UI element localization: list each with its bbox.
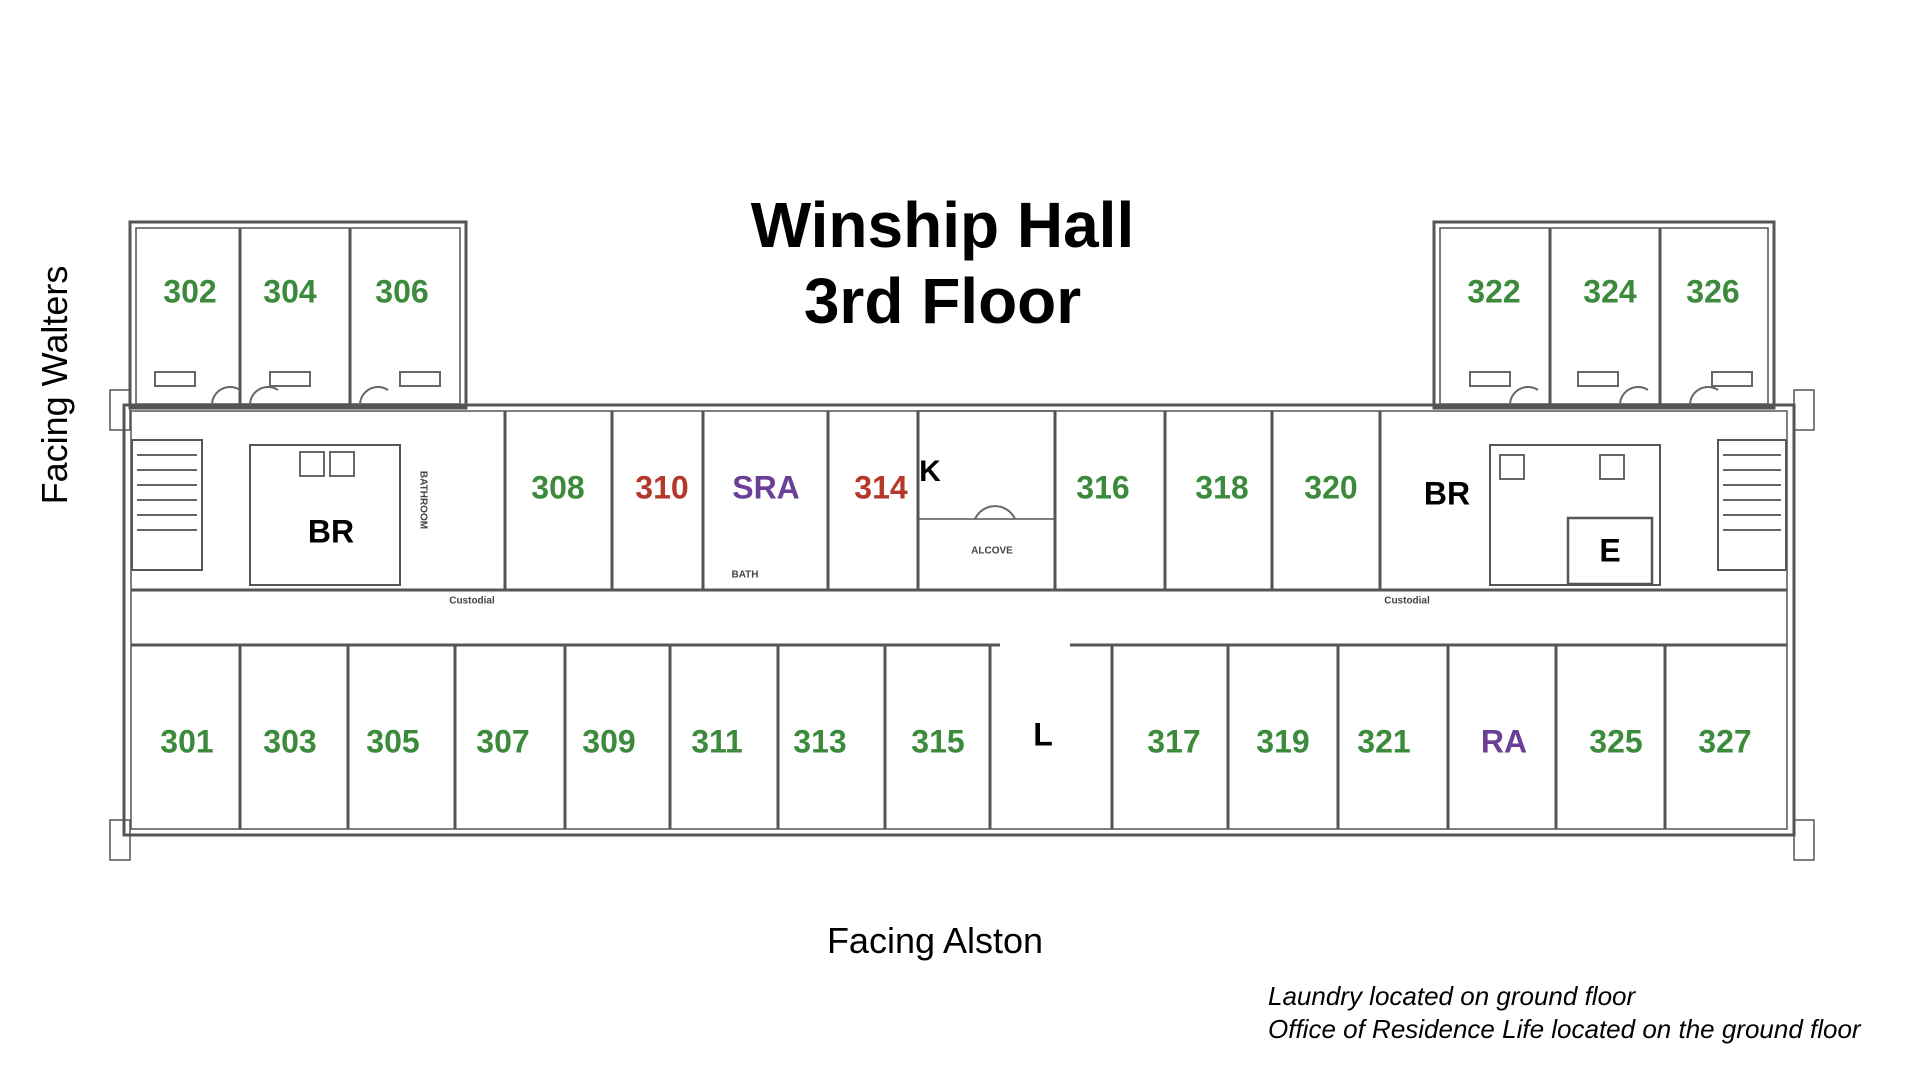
room-label: 306 (375, 273, 429, 310)
bathroom-label: BR (307, 513, 355, 550)
room-label: 304 (263, 273, 317, 310)
room-label: 322 (1467, 273, 1521, 310)
room-label: 326 (1686, 273, 1740, 310)
room-label: 315 (911, 723, 965, 760)
room-label: 318 (1195, 469, 1249, 506)
room-label: 301 (160, 723, 214, 760)
room-label: K (919, 455, 941, 488)
room-label: 327 (1698, 723, 1752, 760)
room-label: 311 (691, 723, 743, 760)
bathroom-label: BR (1423, 475, 1471, 512)
room-label: 310 (635, 469, 689, 506)
notes: Laundry located on ground floor Office o… (1268, 980, 1861, 1046)
room-label: 316 (1076, 469, 1130, 506)
facing-alston-label: Facing Alston (826, 920, 1044, 961)
room-label: 313 (793, 723, 847, 760)
plan-title-line2: 3rd Floor (803, 265, 1082, 337)
small-label: BATHROOM (417, 470, 429, 530)
room-label: 324 (1583, 273, 1637, 310)
room-label: 308 (531, 469, 585, 506)
room-label: 319 (1256, 723, 1310, 760)
plan-title-line1: Winship Hall (750, 189, 1135, 261)
small-label: Custodial (1384, 595, 1430, 607)
room-label: SRA (732, 469, 800, 506)
small-label: Custodial (449, 595, 495, 607)
note-laundry: Laundry located on ground floor (1268, 981, 1636, 1011)
room-label: 305 (366, 723, 420, 760)
room-label: 309 (582, 723, 636, 760)
room-label: RA (1480, 723, 1528, 760)
room-label: 314 (854, 469, 908, 506)
room-label: 307 (476, 723, 530, 760)
small-label: BATH (731, 569, 759, 581)
elevator-label: E (1599, 532, 1621, 569)
small-label: ALCOVE (971, 545, 1013, 557)
room-label: L (1033, 716, 1053, 753)
note-residence-life: Office of Residence Life located on the … (1268, 1014, 1861, 1044)
room-label: 317 (1147, 723, 1201, 760)
room-label: 302 (163, 273, 217, 310)
room-label: 325 (1589, 723, 1643, 760)
room-label: 320 (1304, 469, 1358, 506)
facing-walters-label: Facing Walters (34, 265, 75, 505)
room-label: 303 (263, 723, 317, 760)
room-label: 321 (1357, 723, 1411, 760)
